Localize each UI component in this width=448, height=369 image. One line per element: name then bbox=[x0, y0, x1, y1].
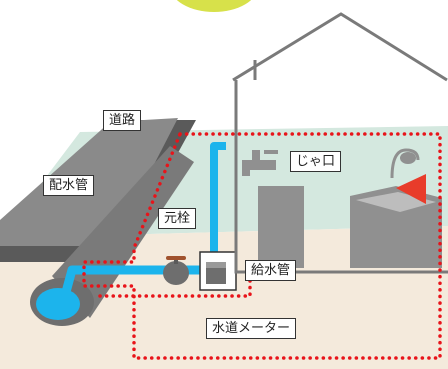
house-wall bbox=[234, 80, 448, 274]
water-meter-icon bbox=[199, 251, 237, 291]
water-meter-label: 水道メーター bbox=[206, 318, 297, 339]
kitchen-faucet-icon bbox=[242, 150, 304, 268]
service-pipe-label: 給水管 bbox=[245, 260, 297, 281]
arrow-icon bbox=[396, 174, 426, 204]
stop-valve-label: 元栓 bbox=[158, 208, 197, 229]
service-pipe-riser bbox=[210, 142, 226, 270]
house-roof bbox=[232, 12, 448, 82]
stop-valve-icon bbox=[163, 256, 189, 285]
faucet-label: じゃ口 bbox=[290, 151, 342, 172]
decorative-circle bbox=[176, 0, 252, 12]
main-pipe-label: 配水管 bbox=[43, 175, 95, 196]
road-label: 道路 bbox=[103, 110, 142, 131]
